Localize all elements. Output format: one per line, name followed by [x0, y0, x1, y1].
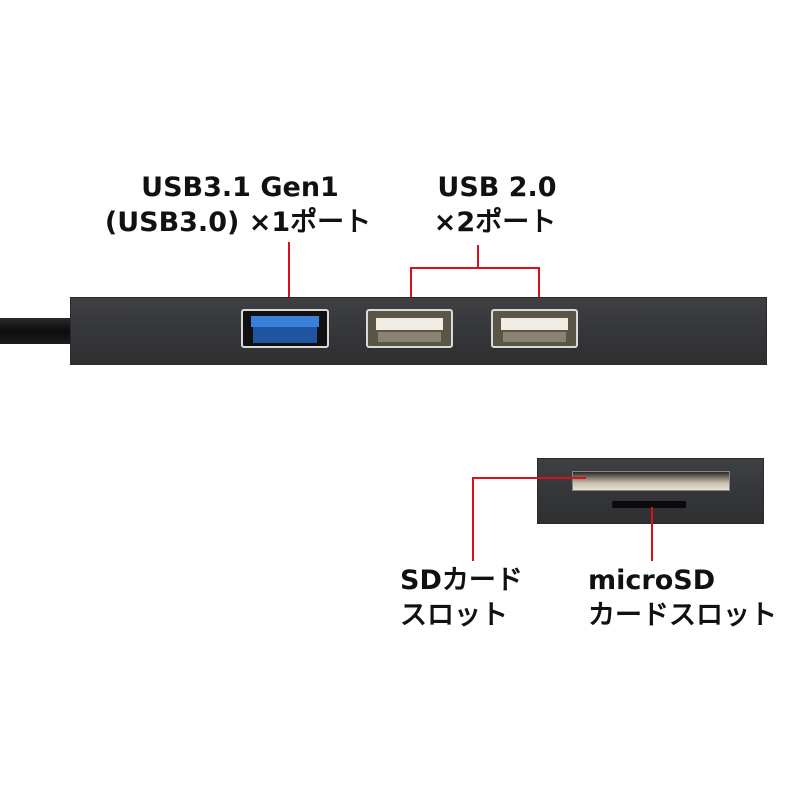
- usb2-leader-right: [538, 267, 540, 312]
- usb3-label-line1: USB3.1 Gen1: [141, 172, 339, 203]
- sd-card-slot: [572, 471, 730, 491]
- sd-label-line2: スロット: [400, 600, 508, 631]
- usb2-leader-stem: [477, 245, 479, 269]
- card-reader-body: [537, 458, 764, 524]
- microsd-label-line1: microSD: [588, 565, 716, 596]
- usb2-port-1: [366, 309, 453, 348]
- usb3-leader-line: [288, 242, 290, 312]
- usb2-label-line2: ×2ポート: [433, 207, 557, 238]
- sd-leader-horizontal: [472, 477, 586, 479]
- usb-cable: [0, 318, 72, 344]
- usb2-leader-left: [410, 267, 412, 312]
- microsd-card-slot: [612, 501, 686, 508]
- usb2-label-line1: USB 2.0: [437, 172, 557, 203]
- usb2-port-2: [491, 309, 578, 348]
- usb3-port: [241, 309, 329, 348]
- sd-leader-vertical: [472, 477, 474, 561]
- usb2-leader-bracket: [410, 267, 540, 269]
- microsd-label-line2: カードスロット: [588, 600, 777, 631]
- usb3-label-line2: (USB3.0) ×1ポート: [104, 207, 372, 238]
- microsd-leader-line: [651, 507, 653, 561]
- sd-label-line1: SDカード: [400, 565, 523, 596]
